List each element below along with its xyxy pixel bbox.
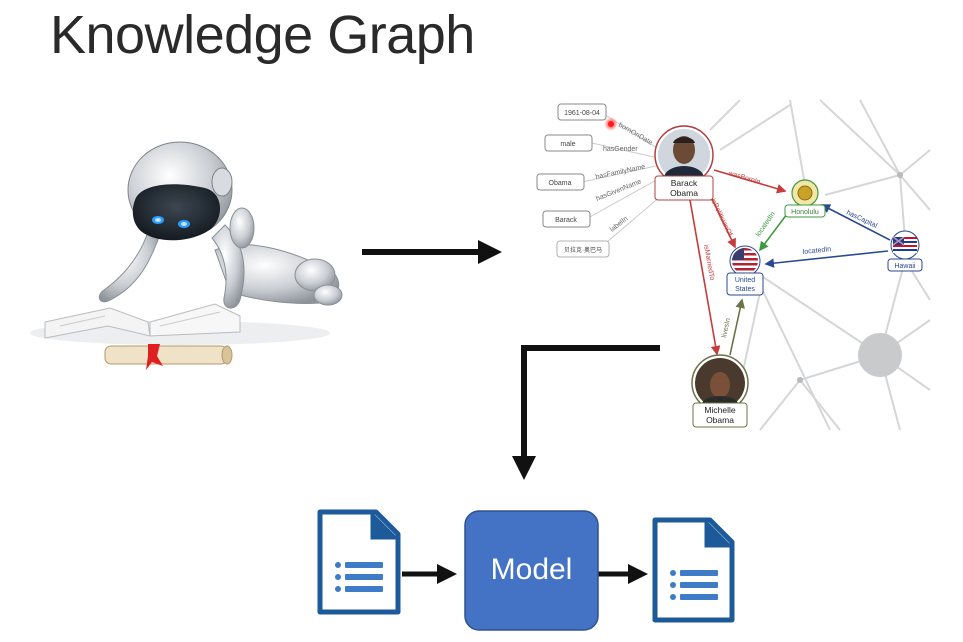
label-located-in-honolulu: locatedIn <box>755 211 777 238</box>
honolulu-label: Honolulu <box>791 209 819 216</box>
barack-last: Obama <box>670 188 698 198</box>
literal-gender: male <box>560 141 575 148</box>
label-was-born-in: wasBornIn <box>726 170 761 186</box>
model-label: Model <box>490 553 573 586</box>
flag-icon <box>732 248 758 274</box>
edge-lives-in <box>729 298 745 356</box>
edge-located-in-hawaii <box>764 250 889 268</box>
entity-honolulu: Honolulu <box>784 179 826 218</box>
us-label-2: States <box>735 286 755 293</box>
graph-hub-node <box>858 333 902 377</box>
entity-united-states: United States <box>726 245 764 296</box>
page-title: Knowledge Graph <box>50 5 475 65</box>
flag-icon <box>892 236 917 253</box>
rel-has-gender: hasGender <box>603 146 638 153</box>
literal-family-name: Obama <box>549 180 572 187</box>
edge-has-capital <box>820 204 891 241</box>
edge-was-born-in <box>713 169 787 194</box>
rel-has-given-name: hasGivenName <box>595 178 642 203</box>
michelle-first: Michelle <box>704 405 735 415</box>
label-is-politician-of: isPoliticianOf <box>709 198 733 237</box>
entity-hawaii: Hawaii <box>887 230 923 272</box>
barack-first: Barack <box>671 178 698 188</box>
arrow-graph-to-model <box>512 345 660 480</box>
document-icon <box>317 509 401 615</box>
label-lives-in: livesIn <box>721 317 732 338</box>
rel-born-on-date: bornOnDate <box>617 122 654 147</box>
michelle-last: Obama <box>706 415 734 425</box>
literal-nodes: 1961-08-04 male Obama Barack 贝拉克·奥巴马 <box>536 103 610 258</box>
edge-is-married-to <box>689 199 721 356</box>
us-label-1: United <box>735 277 755 284</box>
label-located-in-hawaii: locatedIn <box>802 246 831 256</box>
entity-barack-obama: Barack Obama <box>654 125 714 201</box>
document-icon <box>652 517 735 623</box>
literal-birthdate: 1961-08-04 <box>564 110 600 117</box>
model-box <box>464 510 599 631</box>
rel-label-in: labelIn <box>609 215 630 233</box>
literal-chinese-label: 贝拉克·奥巴马 <box>564 246 602 254</box>
literal-given-name: Barack <box>555 217 577 224</box>
entity-michelle-obama: Michelle Obama <box>691 354 749 428</box>
hawaii-label: Hawaii <box>894 263 915 270</box>
robot-reading-illustration <box>30 141 343 370</box>
